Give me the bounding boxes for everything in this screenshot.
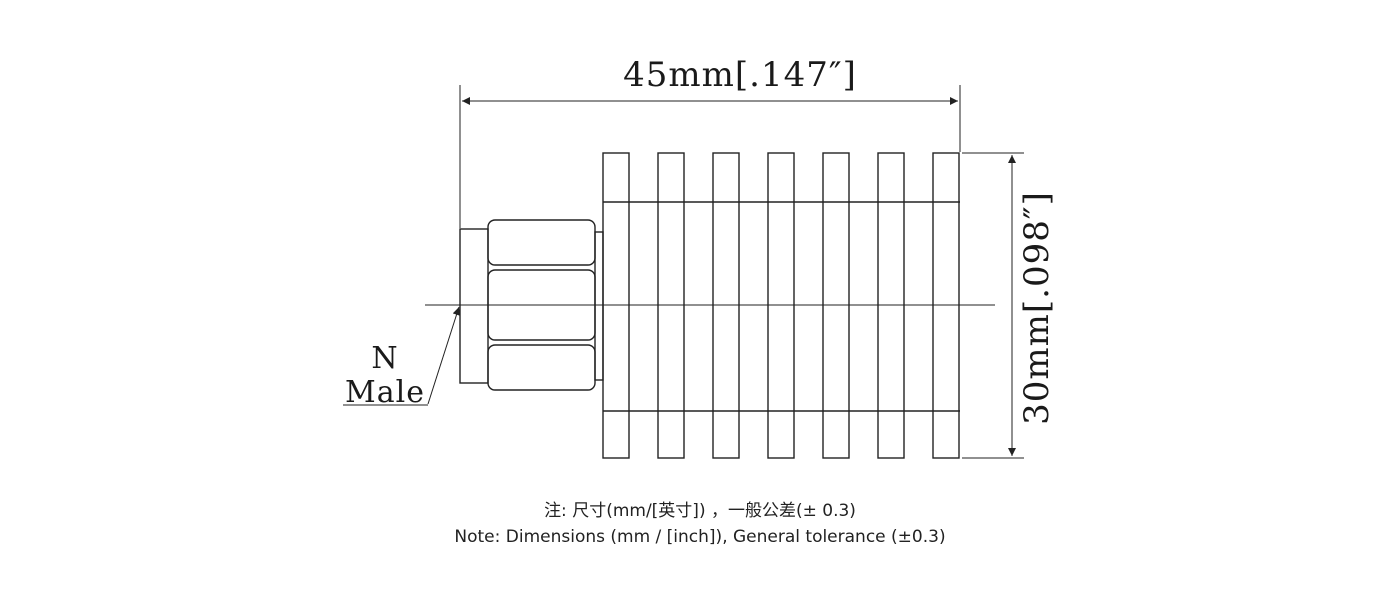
- heatsink-fin: [602, 152, 630, 459]
- connector-callout: N Male: [343, 306, 461, 410]
- note-english: Note: Dimensions (mm / [inch]), General …: [454, 527, 946, 547]
- heatsink-fin: [822, 152, 850, 459]
- length-dimension-label: 45mm[.147″]: [623, 55, 857, 95]
- callout-label-line1: N: [371, 341, 398, 376]
- heatsink-fin: [932, 152, 960, 459]
- note-chinese: 注: 尺寸(mm/[英寸]) ，一般公差(± 0.3): [544, 501, 856, 521]
- heatsink-fin: [767, 152, 795, 459]
- n-male-connector: [459, 219, 604, 391]
- hex-nut-top: [487, 219, 596, 266]
- hex-nut-bottom: [487, 344, 596, 391]
- length-dimension: 45mm[.147″]: [459, 55, 961, 228]
- heatsink: [602, 152, 960, 459]
- diameter-dimension-label: 30mm[.098″]: [1017, 191, 1057, 425]
- callout-leader: [427, 306, 461, 405]
- heatsink-fin: [712, 152, 740, 459]
- notes: 注: 尺寸(mm/[英寸]) ，一般公差(± 0.3) Note: Dimens…: [0, 498, 1400, 550]
- connector-flange: [459, 228, 489, 384]
- diameter-dimension: 30mm[.098″]: [962, 152, 1057, 459]
- connector-collar: [594, 231, 604, 381]
- heatsink-fin: [877, 152, 905, 459]
- callout-label-line2: Male: [345, 375, 425, 410]
- heatsink-fins: [602, 152, 960, 459]
- heatsink-fin: [657, 152, 685, 459]
